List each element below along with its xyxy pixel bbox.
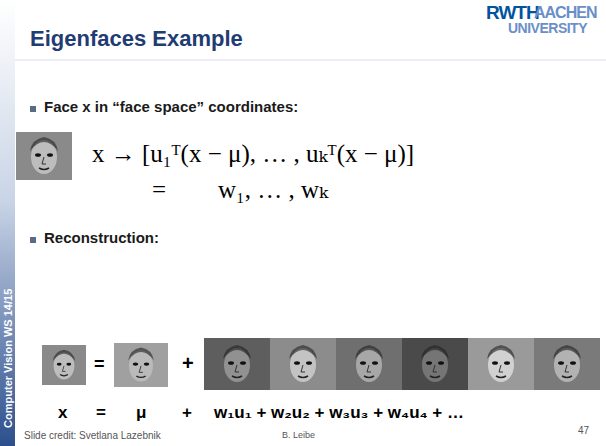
- page-number: 47: [578, 425, 589, 437]
- equation-term: x: [58, 403, 67, 423]
- formula: w₁, … , wₖ: [218, 176, 328, 205]
- face-image: [42, 345, 86, 385]
- operator: =: [94, 354, 105, 375]
- footer-credit: Slide credit: Svetlana Lazebnik: [24, 430, 161, 442]
- equation-term: w₁u₁ + w₂u₂ + w₃u₃ + w₄u₄ + …: [214, 403, 464, 423]
- footer-author: B. Leibe: [282, 430, 315, 440]
- face-image: [16, 132, 72, 180]
- bullet: [30, 237, 36, 243]
- bullet-text: Reconstruction:: [44, 229, 159, 246]
- bullet: [30, 106, 36, 112]
- side-label: Computer Vision WS 14/15: [2, 273, 15, 443]
- logo-text: AACHEN: [534, 4, 596, 22]
- formula: =: [152, 176, 166, 205]
- side-bar: [0, 0, 15, 446]
- logo-text: UNIVERSITY: [508, 20, 587, 36]
- bullet-text: Face x in “face space” coordinates:: [44, 98, 298, 115]
- equation-term: μ: [136, 403, 146, 423]
- formula: x → [u₁ᵀ(x − μ), … , uₖᵀ(x − μ)]: [92, 140, 414, 169]
- equation-term: =: [96, 403, 106, 423]
- mean-face: [114, 343, 168, 387]
- header-rule: [15, 60, 606, 61]
- eigenfaces-strip: [204, 338, 600, 390]
- operator: +: [182, 352, 194, 375]
- slide-title: Eigenfaces Example: [30, 26, 243, 51]
- equation-term: +: [182, 403, 192, 423]
